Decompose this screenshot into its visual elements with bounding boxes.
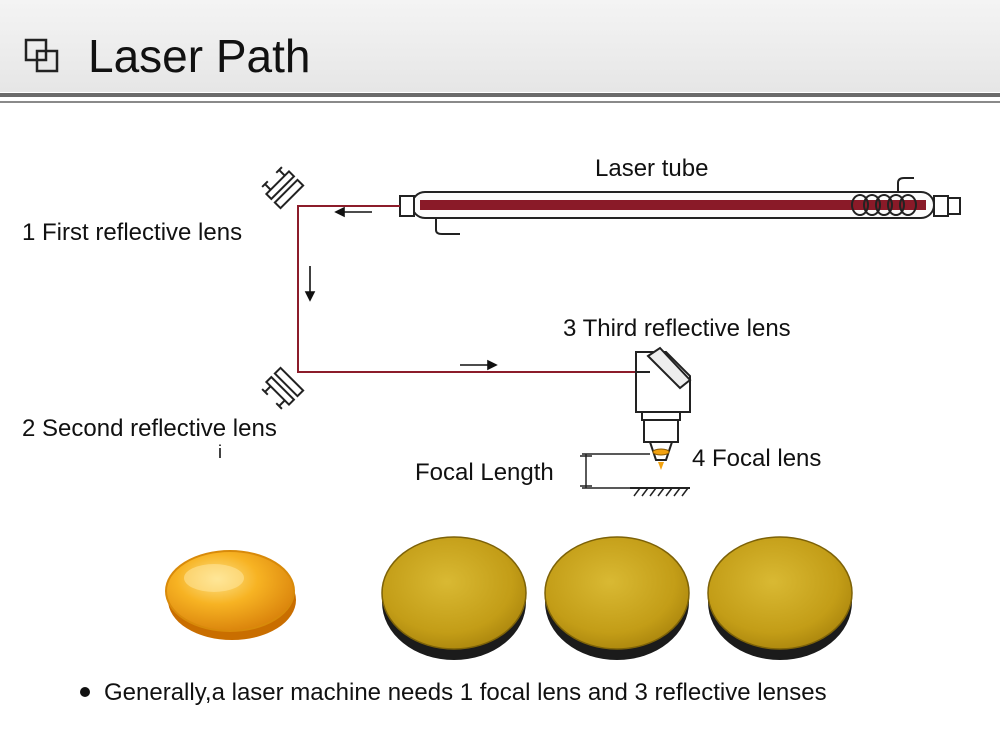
page-title: Laser Path [88,30,311,82]
laser-head [635,346,692,461]
header-divider-thin [0,101,1000,103]
focal-lens-label: 4 Focal lens [692,445,821,472]
first-mirror-mount-icon [261,166,305,210]
tube-core [420,200,926,210]
overlapping-squares-icon [24,38,59,73]
arrow-down-icon [304,266,316,302]
second-mirror-mount-icon [261,366,305,410]
work-surface [630,487,690,497]
reflective-lens-photo [381,536,527,660]
laser-tube [399,177,961,235]
header-divider-thick [0,93,1000,97]
footer-note: Generally,a laser machine needs 1 focal … [74,678,974,708]
tube-coil [851,194,917,216]
header-bar: Laser Path [0,0,1000,92]
focal-length-label: Focal Length [415,459,554,486]
arrow-left-icon [334,206,372,218]
focal-lens-photo [165,550,296,640]
bullet-dot-icon [80,686,90,697]
third-lens-label: 3 Third reflective lens [563,315,791,342]
laser-tube-label: Laser tube [595,155,708,182]
reflective-lens-photo [707,536,853,660]
arrow-right-icon [460,359,498,371]
focal-length-bracket [580,453,650,489]
focal-lens-icon [652,448,670,470]
first-lens-label: 1 First reflective lens [22,219,242,246]
stray-mark: i [218,442,222,462]
footer-note-text: Generally,a laser machine needs 1 focal … [104,679,827,706]
second-lens-label: 2 Second reflective lens [22,415,277,442]
reflective-lens-photo [544,536,690,660]
